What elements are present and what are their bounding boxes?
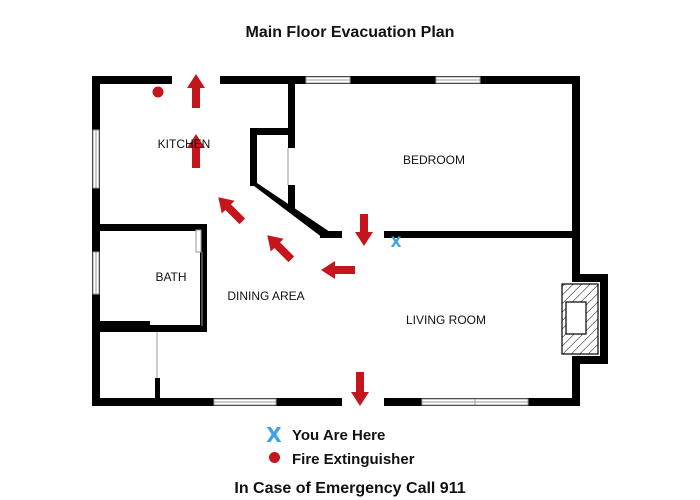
page-title: Main Floor Evacuation Plan <box>245 24 455 41</box>
window-lines <box>95 79 528 405</box>
fireplace <box>561 283 599 355</box>
exit-arrow-bedroom-down <box>355 214 373 246</box>
exit-arrow-kitchen-top <box>187 74 205 108</box>
wall-right-upper <box>572 76 580 276</box>
window-bath-door <box>195 229 202 253</box>
wall-bath-right <box>200 224 207 332</box>
legend-you-are-here-label: You Are Here <box>292 426 386 444</box>
exit-arrow-kitchen-mid <box>187 134 205 168</box>
room-label-bath: BATH <box>155 270 186 284</box>
exit-arrow-left <box>321 261 355 279</box>
room-label-dining: DINING AREA <box>227 289 304 303</box>
legend-you-are-here: X You Are Here <box>262 425 385 445</box>
wall-stub <box>155 378 160 400</box>
wall-top-left <box>92 76 172 84</box>
you-are-here-marker: X <box>391 235 402 251</box>
legend-fire-extinguisher: Fire Extinguisher <box>262 449 415 469</box>
wall-bath-bottom-left <box>92 321 150 332</box>
fireplace-wall-right <box>600 274 608 364</box>
exit-arrow-front-door <box>351 372 369 406</box>
wall-kitchen-bedroom <box>288 76 295 148</box>
fire-extinguisher-marker <box>152 86 164 98</box>
room-label-kitchen: KITCHEN <box>158 137 211 151</box>
fireplace-wall-bottom <box>572 356 608 364</box>
room-label-living: LIVING ROOM <box>406 313 486 327</box>
wall-bath-bottom <box>150 325 207 332</box>
wall-left <box>92 76 100 406</box>
wall-bedroom-bottom-right <box>384 231 580 238</box>
exit-arrow-diag-1 <box>218 197 246 225</box>
evacuation-arrows <box>187 74 373 406</box>
wall-bedroom-bottom-left <box>320 231 342 238</box>
room-labels: KITCHEN BEDROOM BATH DINING AREA LIVING … <box>155 137 486 327</box>
fireplace-opening <box>565 301 587 335</box>
legend-fire-extinguisher-label: Fire Extinguisher <box>292 450 415 468</box>
walls <box>92 76 608 406</box>
emergency-footer: In Case of Emergency Call 911 <box>234 480 466 497</box>
wall-closet-diagonal <box>250 183 330 238</box>
room-label-bedroom: BEDROOM <box>403 153 465 167</box>
fireplace-wall-top <box>572 274 608 282</box>
wall-closet-left <box>250 128 257 186</box>
wall-closet-top <box>250 128 295 135</box>
windows <box>92 76 529 406</box>
fire-extinguisher-icon <box>262 450 286 468</box>
wall-top-right <box>220 76 580 84</box>
exit-arrow-diag-2 <box>267 235 295 263</box>
wall-closet-right <box>288 185 295 210</box>
you-are-here-icon: X <box>266 423 282 447</box>
wall-bath-top <box>92 224 207 231</box>
wall-right-lower <box>572 356 580 406</box>
